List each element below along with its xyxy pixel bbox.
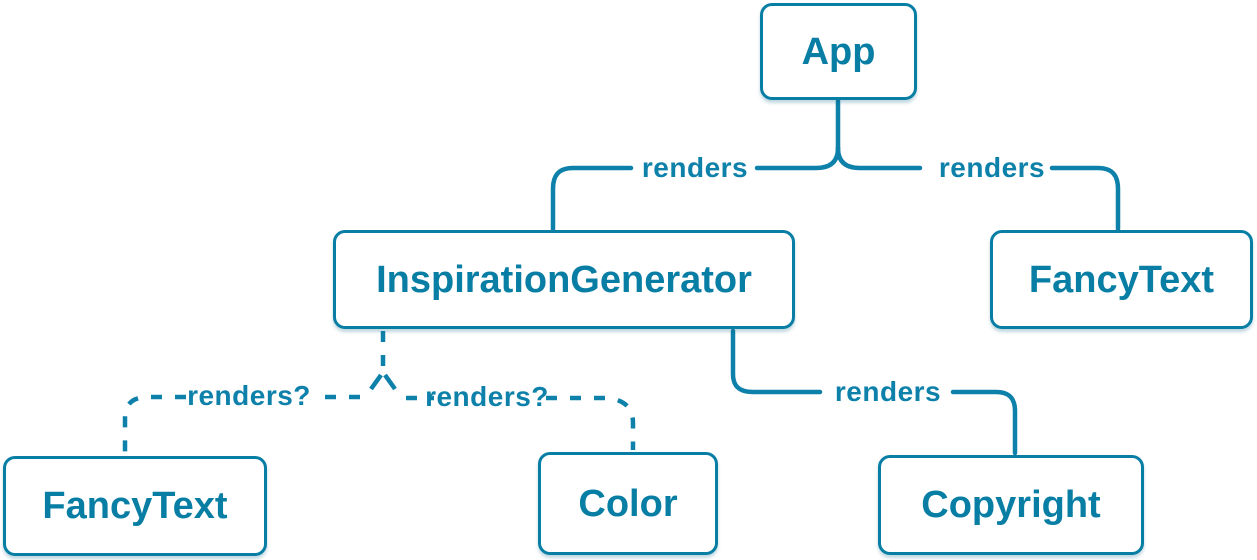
node-copyright-label: Copyright	[921, 484, 1101, 526]
node-fancy-text-bottom-label: FancyText	[42, 485, 228, 527]
edge-label-renders-question-color: renders?	[425, 381, 549, 412]
node-color-label: Color	[578, 482, 678, 525]
edge-app-to-fancytext	[835, 145, 1121, 232]
node-app-label: App	[801, 30, 876, 73]
edge-inspirationgenerator-to-fancytext-dashed	[122, 394, 360, 454]
edge-label-renders-inspirationgenerator: renders	[641, 152, 749, 183]
edge-label-renders-copyright: renders	[834, 376, 942, 407]
node-inspiration-generator-label: InspirationGenerator	[376, 258, 752, 301]
node-fancy-text-top: FancyText	[990, 230, 1253, 329]
edge-inspirationgenerator-to-color-dashed	[406, 395, 636, 450]
edge-dashed-fork-left-diagonal	[369, 373, 383, 391]
node-copyright: Copyright	[878, 455, 1144, 555]
node-app: App	[760, 3, 917, 100]
edge-label-renders-fancytext: renders	[938, 152, 1046, 183]
node-color: Color	[538, 452, 718, 555]
node-inspiration-generator: InspirationGenerator	[333, 230, 795, 329]
edge-dashed-fork-right-diagonal	[383, 373, 397, 391]
node-fancy-text-top-label: FancyText	[1028, 258, 1215, 301]
edge-label-renders-question-fancytext: renders?	[187, 380, 311, 411]
edge-inspirationgenerator-to-copyright	[730, 328, 1018, 456]
node-fancy-text-bottom: FancyText	[3, 456, 267, 556]
